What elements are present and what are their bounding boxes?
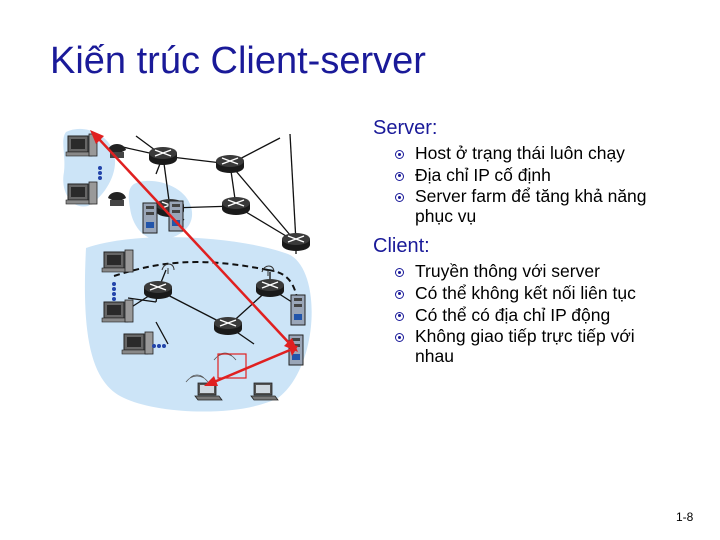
wireless-signal-icon <box>185 374 209 383</box>
router-icon <box>143 280 173 300</box>
router-icon <box>148 146 178 166</box>
network-diagram <box>63 128 312 412</box>
list-item: Server farm để tăng khả năng phục vụ <box>395 186 673 226</box>
bullet-icon <box>395 311 404 321</box>
list-item: Host ở trạng thái luôn chạy <box>395 143 673 164</box>
router-icon <box>255 278 285 298</box>
router-icon <box>215 154 245 174</box>
bullet-icon <box>395 289 404 299</box>
router-icon <box>221 196 251 216</box>
slide-title: Kiến trúc Client-server <box>50 40 426 82</box>
desktop-computer-icon <box>101 299 134 323</box>
desktop-computer-icon <box>65 133 98 157</box>
server-icon <box>142 202 158 234</box>
desktop-computer-icon <box>65 181 98 205</box>
list-item: Không giao tiếp trực tiếp với nhau <box>395 326 673 366</box>
bullet-icon <box>395 171 404 181</box>
desktop-computer-icon <box>121 331 154 355</box>
client-list: Truyền thông với server Có thể không kết… <box>373 262 673 366</box>
bullet-icon <box>395 193 404 203</box>
telephone-icon <box>108 192 126 206</box>
satellite-dish-icon <box>261 265 275 276</box>
telephone-icon <box>108 144 126 158</box>
satellite-dish-icon <box>161 263 175 274</box>
bullet-icon <box>395 268 404 278</box>
server-heading: Server: <box>373 117 438 139</box>
desktop-computer-icon <box>101 249 134 273</box>
client-heading: Client: <box>373 235 430 258</box>
bullet-text-column: Server: Host ở trạng thái luôn chạy Địa … <box>373 116 673 374</box>
bullet-icon <box>395 150 404 159</box>
page-number: 1-8 <box>676 510 694 524</box>
mobile-network-region <box>84 237 312 412</box>
bullet-icon <box>395 333 404 343</box>
list-item: Địa chỉ IP cố định <box>395 165 673 186</box>
server-icon <box>290 294 306 326</box>
list-item: Có thể không kết nối liên tục <box>395 283 673 304</box>
router-icon <box>213 316 243 336</box>
router-icon <box>281 232 311 252</box>
list-item: Có thể có địa chỉ IP động <box>395 305 673 326</box>
list-item: Truyền thông với server <box>395 262 673 282</box>
server-list: Host ở trạng thái luôn chạy Địa chỉ IP c… <box>373 143 673 226</box>
